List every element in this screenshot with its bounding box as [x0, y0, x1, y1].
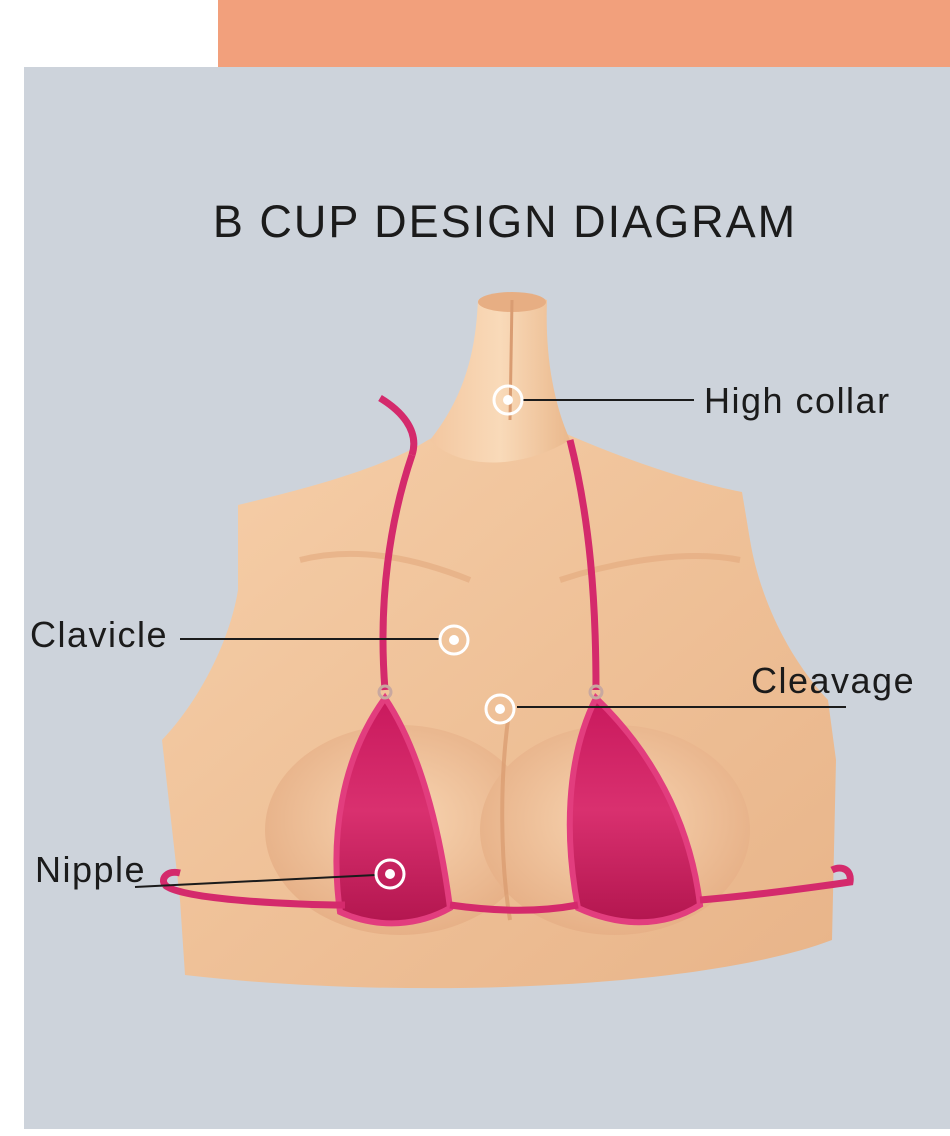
bikini-neck-tie: [378, 394, 418, 457]
label-nipple: Nipple: [35, 849, 147, 890]
bikini-band: [162, 864, 854, 914]
bikini-right-cup: [566, 693, 704, 926]
label-clavicle: Clavicle: [30, 614, 169, 655]
label-cleavage: Cleavage: [751, 660, 916, 701]
diagram-title: B CUP DESIGN DIAGRAM: [212, 196, 798, 247]
bikini-strap-right: [566, 439, 600, 691]
bikini-strap-left: [379, 453, 416, 691]
label-high-collar: High collar: [704, 380, 891, 421]
neck-shape: [430, 294, 570, 463]
bikini-left-cup: [333, 692, 454, 927]
